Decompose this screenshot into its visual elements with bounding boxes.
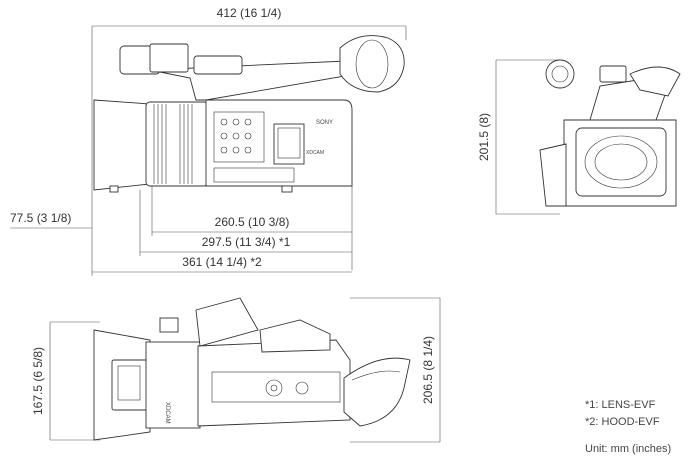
camera-bottom-view [93,297,411,441]
brand-label: SONY [316,120,333,126]
dimension-lines [10,25,560,443]
legend-unit: Unit: mm (inches) [585,443,671,455]
legend-note-2: *2: HOOD-EVF [585,416,660,428]
dim-bottom-height-left: 167.5 (6 5/8) [31,347,45,415]
model-label-bottom: XDCAM [164,402,170,424]
camera-side-view [93,35,405,193]
model-label: XDCAM [306,150,324,156]
dim-overall-length: 412 (16 1/4) [217,6,282,20]
dim-body-length: 260.5 (10 3/8) [215,215,290,229]
camera-front-view [539,59,681,207]
dim-lens-protrusion: 77.5 (3 1/8) [10,211,71,225]
dim-bottom-height-right: 206.5 (8 1/4) [421,336,435,404]
legend-note-1: *1: LENS-EVF [585,399,656,411]
dim-lens-evf: 297.5 (11 3/4) *1 [202,235,291,249]
dim-front-height: 201.5 (8) [477,113,491,161]
dim-hood-evf: 361 (14 1/4) *2 [182,255,262,269]
